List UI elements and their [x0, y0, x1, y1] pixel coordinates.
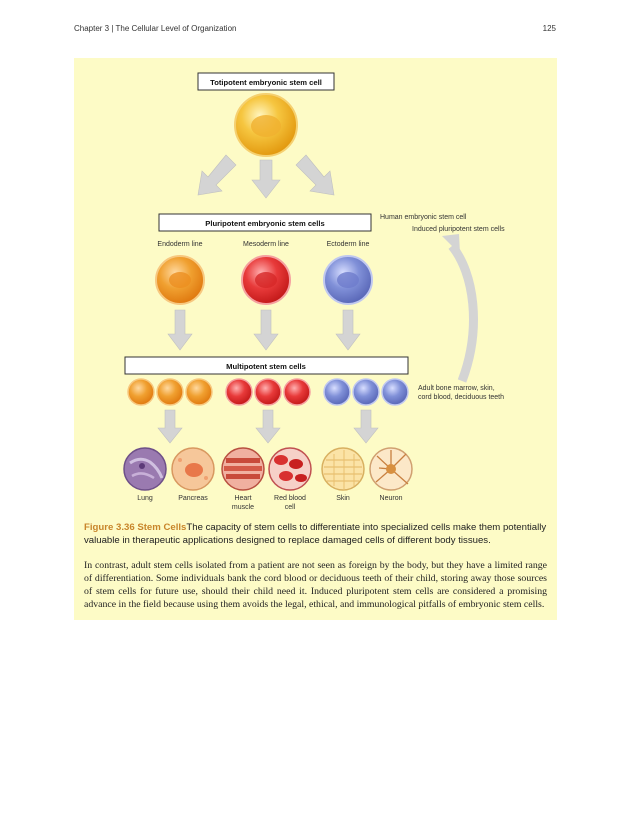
totipotent-box [197, 72, 335, 91]
tissue-label-pancreas: Pancreas [178, 495, 208, 502]
body-paragraph: In contrast, adult stem cells isolated f… [84, 560, 547, 610]
figure-caption: Figure 3.36 Stem CellsThe capacity of st… [84, 521, 547, 547]
multipotent-cell [381, 378, 409, 406]
tissue-label-rbc-line2: cell [285, 504, 296, 511]
pluripotent-label: Pluripotent embryonic stem cells [205, 219, 324, 228]
multipotent-cell [225, 378, 253, 406]
totipotent-label: Totipotent embryonic stem cell [210, 78, 322, 87]
adult-label-line2: cord blood, deciduous teeth [418, 394, 504, 401]
ectoderm-nucleus [337, 272, 359, 288]
tissue-label-heart: Heart [234, 495, 251, 502]
multipotent-label: Multipotent stem cells [226, 362, 306, 371]
multipotent-cell [352, 378, 380, 406]
totipotent-nucleus [251, 115, 281, 137]
arrow-down-center [251, 159, 281, 199]
stem-cell-diagram: Totipotent embryonic stem cell Pluripote… [123, 72, 505, 511]
tissue-label-lung: Lung [137, 495, 153, 502]
heart-muscle-tissue [221, 447, 265, 491]
skin-tissue [321, 447, 365, 491]
neuron-tissue [369, 447, 413, 491]
chapter-header: Chapter 3 | The Cellular Level of Organi… [74, 24, 237, 33]
tissue-label-heart-line2: muscle [232, 504, 254, 511]
tissue-label-rbc: Red blood [274, 495, 306, 502]
mesoderm-nucleus [255, 272, 277, 288]
multipotent-cell [254, 378, 282, 406]
induced-label: Induced pluripotent stem cells [412, 226, 505, 233]
arrow-to-endoderm-tissues [157, 409, 183, 444]
induced-arrow-head [442, 234, 460, 254]
arrow-endoderm-down [167, 309, 193, 351]
arrow-down-left [197, 154, 237, 196]
arrow-ectoderm-down [335, 309, 361, 351]
multipotent-cell [156, 378, 184, 406]
pluripotent-box [158, 213, 372, 232]
ectoderm-label: Ectoderm line [327, 241, 370, 248]
multipotent-cell [323, 378, 351, 406]
pancreas-tissue [171, 447, 215, 491]
multipotent-box [124, 356, 409, 375]
endoderm-label: Endoderm line [157, 241, 202, 248]
lung-tissue [123, 447, 167, 491]
arrow-to-mesoderm-tissues [255, 409, 281, 444]
multipotent-cell [127, 378, 155, 406]
human-esc-label: Human embryonic stem cell [380, 214, 467, 221]
mesoderm-label: Mesoderm line [243, 241, 289, 248]
multipotent-cell [283, 378, 311, 406]
tissue-label-neuron: Neuron [380, 495, 403, 502]
arrow-to-ectoderm-tissues [353, 409, 379, 444]
figure-label: Figure 3.36 Stem Cells [84, 522, 187, 533]
endoderm-nucleus [169, 272, 191, 288]
caption-text: The capacity of stem cells to differenti… [84, 522, 547, 546]
figure-panel: Totipotent embryonic stem cell Pluripote… [74, 58, 557, 620]
multipotent-orange-group [127, 378, 213, 406]
adult-label-line1: Adult bone marrow, skin, [418, 385, 495, 392]
arrow-down-right [295, 154, 335, 196]
multipotent-blue-group [323, 378, 409, 406]
multipotent-cell [185, 378, 213, 406]
tissue-label-skin: Skin [336, 495, 350, 502]
arrow-mesoderm-down [253, 309, 279, 351]
red-blood-cell-tissue [268, 447, 312, 491]
multipotent-red-group [225, 378, 311, 406]
page-number: 125 [542, 24, 556, 33]
induced-arrow-shaft [448, 243, 478, 383]
